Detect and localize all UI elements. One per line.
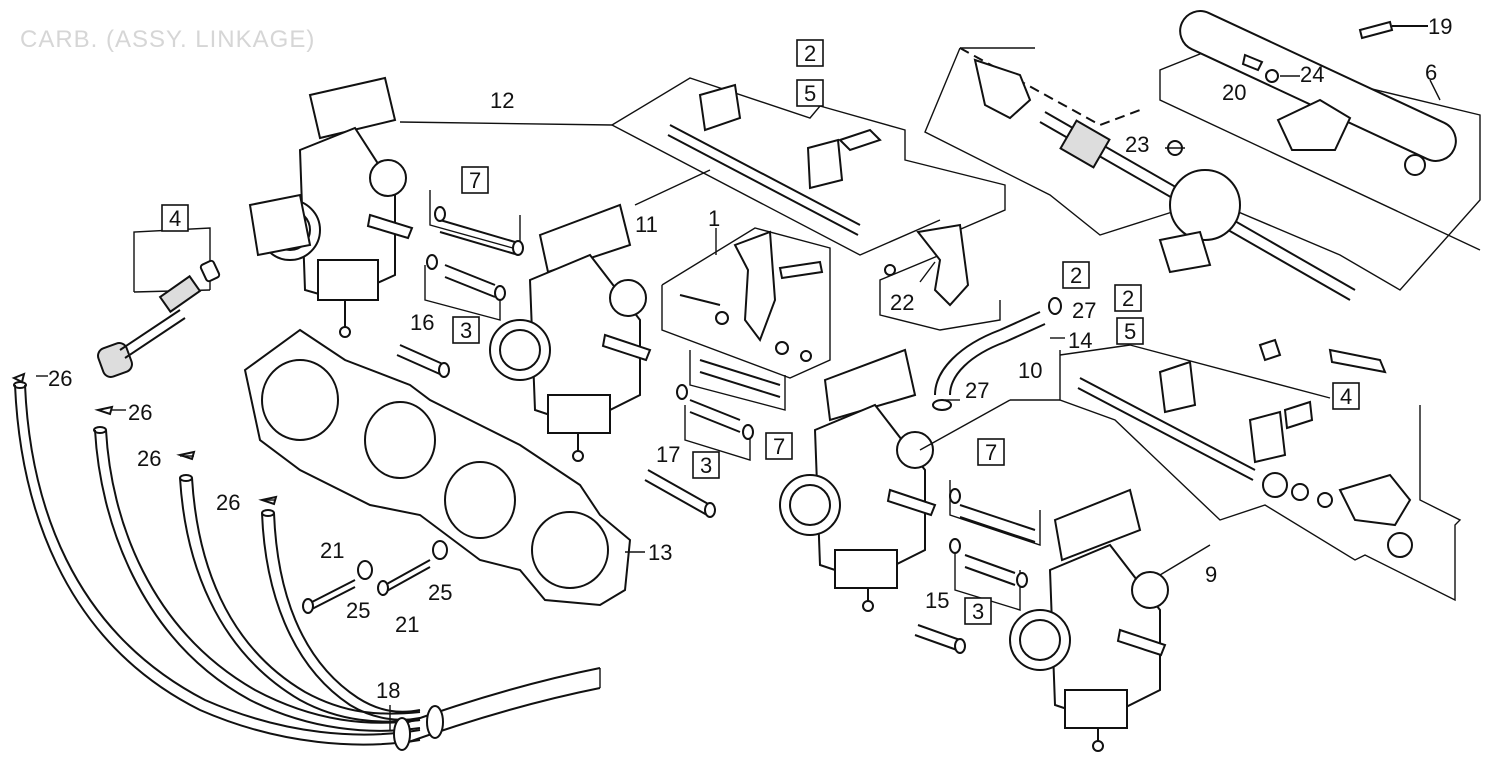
box-callout-7a: 7: [469, 168, 481, 193]
box-callout-7c: 7: [985, 440, 997, 465]
intake-holder-13: [243, 328, 632, 607]
callout-27b: 27: [965, 378, 989, 403]
throttle-linkage-lower: [1059, 338, 1462, 602]
boxed-callouts: 2 5 7 4 3 3 7 2 2 5 4 7 3: [161, 39, 1360, 625]
callout-16: 16: [410, 310, 434, 335]
box-callout-4b: 4: [1340, 384, 1352, 409]
part-4-group: [97, 227, 221, 378]
callout-21b: 21: [395, 612, 419, 637]
callout-14: 14: [1068, 328, 1092, 353]
callout-17: 17: [656, 442, 680, 467]
box-callout-2a: 2: [804, 41, 816, 66]
carburetor-11: [489, 203, 652, 462]
bolts-21: [302, 559, 431, 614]
box-callout-5a: 5: [804, 81, 816, 106]
vent-tube-set: [13, 381, 601, 751]
box-callout-5b: 5: [1124, 319, 1136, 344]
carburetor-10: [779, 348, 937, 612]
hose-14: [932, 297, 1062, 411]
callout-22: 22: [890, 290, 914, 315]
callout-20: 20: [1222, 80, 1246, 105]
callout-26d: 26: [216, 490, 240, 515]
part-7-right: [949, 480, 1041, 546]
pin-16: [396, 344, 450, 378]
choke-shaft-group: [924, 10, 1481, 301]
box-callout-4a: 4: [169, 206, 181, 231]
callout-25b: 25: [428, 580, 452, 605]
part-3-left: [424, 254, 506, 321]
throttle-linkage-upper: [611, 77, 1006, 331]
clip-parts-26: [11, 372, 278, 506]
callout-26a: 26: [48, 366, 72, 391]
callout-1: 1: [708, 206, 720, 231]
carburetor-12: [248, 76, 414, 338]
part-3-center: [676, 384, 754, 461]
carburetor-9: [1009, 488, 1169, 752]
callout-21a: 21: [320, 538, 344, 563]
callout-26c: 26: [137, 446, 161, 471]
part-3-right: [949, 538, 1028, 611]
box-callout-7b: 7: [773, 434, 785, 459]
pin-17: [644, 469, 716, 518]
callout-26b: 26: [128, 400, 152, 425]
callout-27a: 27: [1072, 298, 1096, 323]
part-7-center: [689, 350, 786, 411]
box-callout-2b: 2: [1070, 263, 1082, 288]
washers-25: [357, 540, 448, 580]
callout-6: 6: [1425, 60, 1437, 85]
part-7-left: [429, 190, 524, 256]
box-callout-2c: 2: [1122, 286, 1134, 311]
callout-12: 12: [490, 88, 514, 113]
callout-9: 9: [1205, 562, 1217, 587]
box-callout-3b: 3: [700, 453, 712, 478]
box-callout-3a: 3: [460, 318, 472, 343]
callout-11: 11: [635, 212, 658, 237]
callout-10: 10: [1018, 358, 1042, 383]
callout-15: 15: [925, 588, 949, 613]
callout-19: 19: [1428, 14, 1452, 39]
page-title: CARB. (ASSY. LINKAGE): [20, 26, 316, 53]
callout-24: 24: [1300, 62, 1324, 87]
callouts: 19 24 20 6 23 12 11 1 22 27 14 10 27 16 …: [48, 14, 1452, 703]
callout-13: 13: [648, 540, 672, 565]
linkage-group-1: [661, 227, 831, 379]
leader-lines: [36, 25, 1441, 730]
box-callout-3c: 3: [972, 599, 984, 624]
pin-15: [914, 624, 966, 654]
callout-23: 23: [1125, 132, 1149, 157]
callout-18: 18: [376, 678, 400, 703]
callout-25a: 25: [346, 598, 370, 623]
